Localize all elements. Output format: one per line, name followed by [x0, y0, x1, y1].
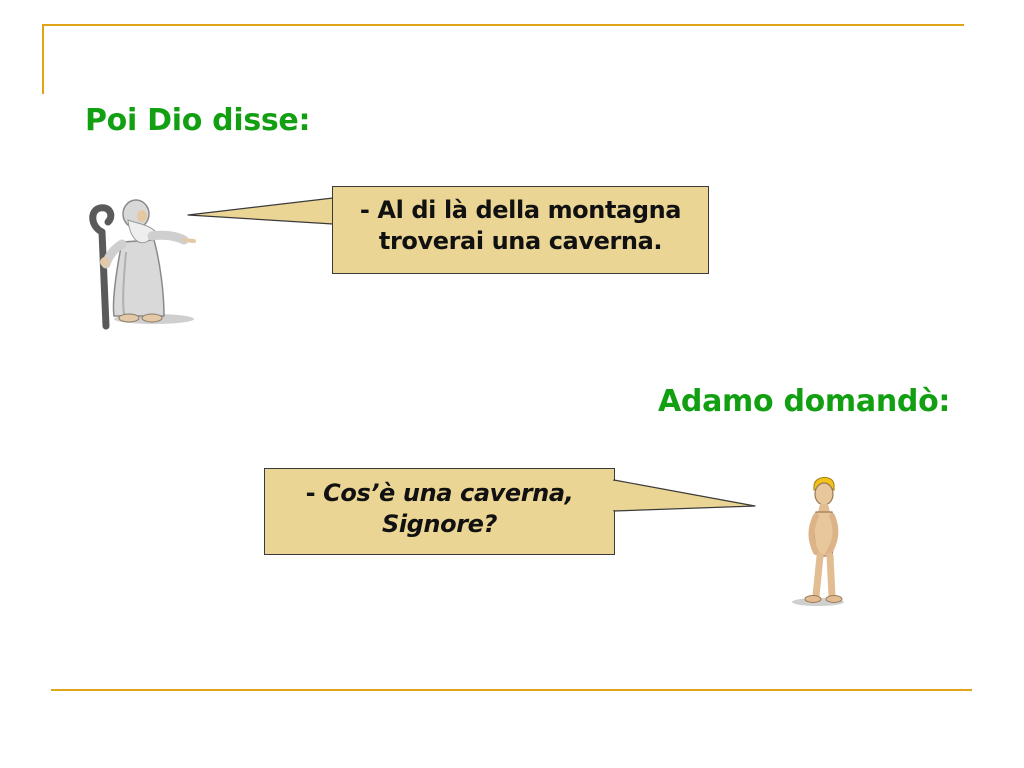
god-heading: Poi Dio disse: [85, 103, 311, 138]
old-man-figure [89, 199, 196, 330]
god-speech-line-2: troverai una caverna. [378, 227, 663, 255]
adam-heading: Adamo domandò: [658, 384, 951, 419]
adam-figure [792, 477, 844, 606]
speech-bubble-tail [612, 479, 756, 512]
god-speech-line-1: - Al di là della montagna [359, 196, 682, 224]
adam-speech-bubble: - Cos’è una caverna, Signore? [264, 468, 615, 555]
bottom-accent-line [51, 689, 972, 691]
speech-bubble-tail [187, 197, 335, 225]
god-speech-text: - Al di là della montagna troverai una c… [359, 195, 682, 265]
top-accent-line [43, 24, 964, 26]
left-accent-line [42, 24, 44, 94]
god-speech-bubble: - Al di là della montagna troverai una c… [332, 186, 709, 274]
adam-speech-text: - Cos’è una caverna, Signore? [306, 478, 574, 546]
adam-speech-line-2: Signore? [381, 509, 498, 538]
adam-speech-dash: - [305, 478, 324, 507]
adam-speech-line-1: Cos’è una caverna, [323, 478, 574, 507]
